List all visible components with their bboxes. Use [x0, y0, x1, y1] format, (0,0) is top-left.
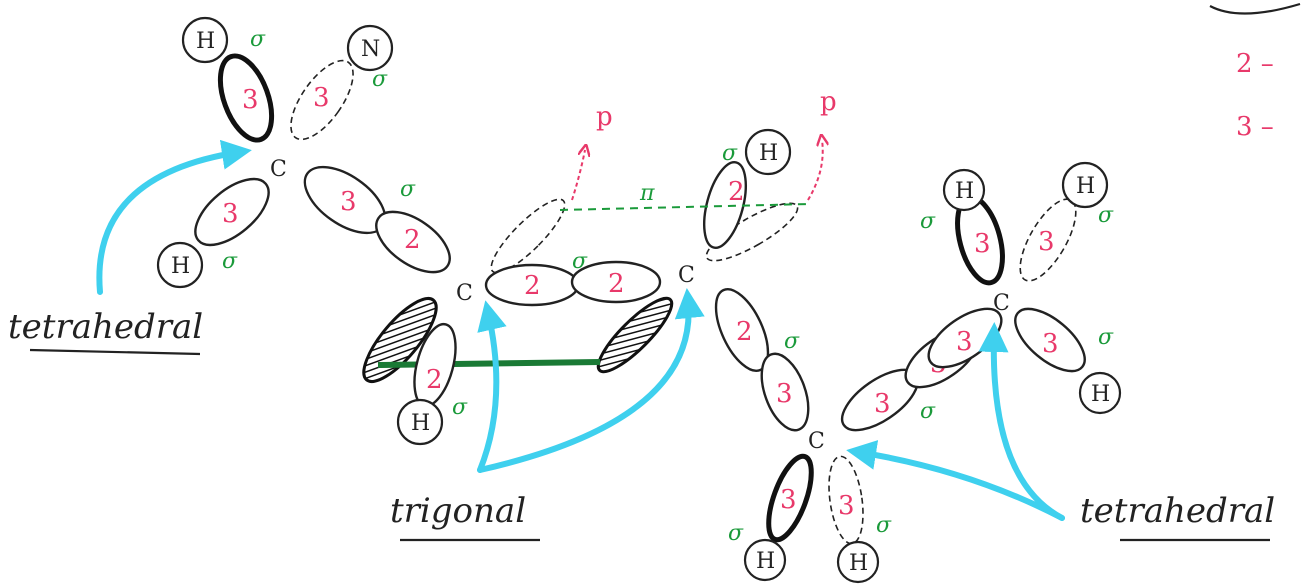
- atom-n: N: [361, 37, 380, 62]
- orbital-num: 3: [242, 85, 259, 115]
- sigma-label: σ: [452, 395, 468, 420]
- arrow-to-trigonal-right: [477, 288, 705, 473]
- orbital-num: 2: [524, 271, 541, 301]
- atom-c-right: C: [993, 291, 1010, 316]
- orbital-num: 2: [728, 177, 745, 207]
- sigma-label: σ: [1098, 325, 1114, 350]
- p-arrow: [571, 150, 585, 201]
- pointer-arrows: [96, 139, 1065, 521]
- p-lobe-left: [490, 198, 566, 274]
- sp3-lobe-back: [828, 455, 864, 545]
- sigma-label: σ: [250, 27, 266, 52]
- atom-c-left: C: [270, 157, 287, 182]
- sp3-lobe-up: [217, 53, 275, 143]
- orbital-num: 3: [956, 327, 973, 357]
- h-atom-circle: [744, 128, 792, 176]
- atom-c-bottom: C: [808, 429, 825, 454]
- orbital-num: 3: [222, 199, 239, 229]
- h-atom-circle: [1061, 161, 1109, 209]
- label-tetrahedral-left: tetrahedral: [8, 307, 203, 347]
- sigma-label: σ: [222, 249, 238, 274]
- atom-h: H: [171, 254, 190, 279]
- sp3-lobe-back: [290, 59, 354, 141]
- arrow-to-trigonal-left: [477, 300, 507, 473]
- sp3-lobe-up-to-c: [760, 352, 810, 432]
- atom-h: H: [849, 551, 868, 576]
- label-tetrahedral-right: tetrahedral: [1080, 491, 1275, 531]
- atom-h: H: [1076, 174, 1095, 199]
- h-atom-circle: [1078, 371, 1122, 415]
- atom-h: H: [1091, 382, 1110, 407]
- p-arrow: [807, 140, 823, 201]
- legend-partial: 2 – 3 –: [1209, 2, 1301, 142]
- orbital-num: 2: [736, 317, 753, 347]
- underline: [29, 348, 201, 356]
- orbital-num: 3: [838, 491, 855, 521]
- atom-c-trigonal-right: C: [678, 263, 695, 288]
- orbital-num: 2: [404, 225, 421, 255]
- orbital-num: 3: [776, 379, 793, 409]
- p-lobe-hatched-left: [362, 297, 438, 383]
- orbital-num: 3: [1038, 227, 1055, 257]
- sp2-lobe-down: [714, 288, 770, 372]
- annotation-labels: tetrahedral trigonal tetrahedral: [8, 307, 1275, 542]
- orbital-num: 3: [313, 83, 330, 113]
- sigma-label: σ: [572, 249, 588, 274]
- sigma-label: σ: [722, 141, 738, 166]
- sp3-lobe-back: [1019, 198, 1077, 282]
- atom-h: H: [411, 411, 430, 436]
- sp3-lobe-down-right: [1014, 307, 1086, 373]
- sigma-label: σ: [920, 399, 936, 424]
- atom-h: H: [756, 549, 775, 574]
- arrow-to-right-carbon: [978, 322, 1065, 521]
- label-trigonal: trigonal: [390, 491, 526, 531]
- h-atom-circle: [942, 168, 986, 212]
- orbital-num: 2: [608, 269, 625, 299]
- h-atom-circle: [156, 241, 204, 289]
- sigma-label: σ: [920, 209, 936, 234]
- h-atom-circle: [396, 398, 444, 446]
- legend-row-3: 3 –: [1236, 112, 1274, 142]
- carbon-left-tetrahedral: C 3 3 3 3 2 H N H σ σ σ σ: [156, 16, 451, 289]
- atom-h: H: [955, 179, 974, 204]
- trigonal-carbon-pair: π p p C C 2 2 2 2 2 3 H H σ σ σ σ: [362, 87, 837, 446]
- sp2-lobe-up-right: [703, 161, 747, 249]
- h-atom-circle: [743, 538, 787, 582]
- orbital-num: 3: [340, 187, 357, 217]
- atom-c-trigonal-left: C: [456, 281, 473, 306]
- h-atom-circle: [181, 16, 229, 64]
- sigma-label: σ: [372, 67, 388, 92]
- sigma-label: σ: [1098, 203, 1114, 228]
- p-lobe-hatched-right: [596, 296, 674, 374]
- orbital-num: 3: [1042, 329, 1059, 359]
- p-lobe-right: [705, 202, 799, 262]
- sigma-label: σ: [400, 177, 416, 202]
- carbon-right-tetrahedral: C 3 3 3 3 H H H σ σ σ: [920, 161, 1122, 415]
- arrow-to-bottom-carbon: [846, 440, 1065, 521]
- sigma-label: σ: [784, 329, 800, 354]
- sp2-lobe-cc-right: [570, 260, 662, 304]
- orbital-num: 3: [874, 389, 891, 419]
- p-label: p: [820, 87, 837, 117]
- orbital-num: 3: [974, 229, 991, 259]
- atom-h: H: [196, 29, 215, 54]
- p-label: p: [596, 102, 613, 132]
- sp2-lobe-joining: [375, 210, 451, 274]
- orbital-num: 3: [780, 485, 797, 515]
- orbital-num: 2: [426, 365, 443, 395]
- arrow-to-left-carbon: [96, 139, 252, 295]
- sigma-label: σ: [876, 513, 892, 538]
- atom-h: H: [759, 141, 778, 166]
- n-atom-circle: [346, 24, 394, 72]
- h-atom-circle: [836, 540, 880, 584]
- sigma-label: σ: [728, 521, 744, 546]
- pi-bond-bottom-line: [377, 359, 601, 368]
- sp3-lobe-down-left: [766, 453, 814, 543]
- legend-row-2: 2 –: [1236, 49, 1274, 79]
- pi-label: π: [639, 181, 655, 206]
- sp3-lobe-down-left: [194, 177, 270, 247]
